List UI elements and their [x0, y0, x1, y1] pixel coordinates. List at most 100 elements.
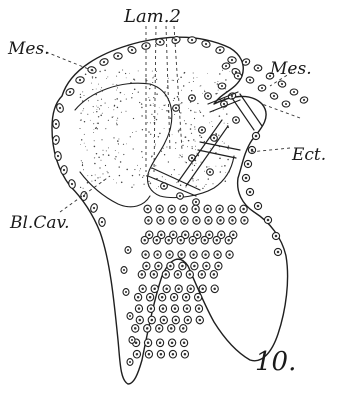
- stipple-dot: [205, 184, 206, 185]
- cell: [142, 262, 150, 270]
- cell: [246, 76, 255, 83]
- stipple-dot: [179, 129, 180, 130]
- stipple-dot: [113, 116, 114, 117]
- stipple-dot: [194, 126, 195, 127]
- stipple-dot: [225, 180, 226, 181]
- stipple-dot: [208, 178, 209, 179]
- stipple-dot: [188, 140, 190, 142]
- stipple-dot: [143, 175, 144, 176]
- stipple-dot: [223, 108, 224, 109]
- stipple-dot: [186, 162, 187, 163]
- stipple-dot: [195, 149, 196, 150]
- stipple-dot: [156, 188, 157, 189]
- stipple-dot: [87, 150, 88, 151]
- stipple-dot: [192, 178, 193, 179]
- stipple-dot: [147, 122, 148, 123]
- cell: [192, 216, 201, 225]
- stipple-dot: [204, 186, 205, 187]
- cell: [143, 204, 152, 214]
- stipple-dot: [95, 77, 96, 78]
- stipple-dot: [92, 78, 93, 79]
- cell: [172, 316, 180, 324]
- stipple-dot: [156, 79, 157, 80]
- stipple-dot: [118, 153, 119, 154]
- stipple-dot: [94, 146, 96, 148]
- stipple-dot: [219, 158, 221, 160]
- cell: [65, 87, 75, 97]
- stipple-dot: [150, 104, 152, 106]
- stipple-dot: [103, 154, 104, 155]
- stipple-dot: [181, 156, 183, 158]
- stipple-dot: [165, 105, 166, 106]
- cell: [53, 119, 60, 128]
- stipple-dot: [175, 142, 176, 143]
- stipple-dot: [181, 90, 182, 91]
- cell: [244, 160, 251, 167]
- stipple-dot: [148, 185, 150, 187]
- cell: [194, 293, 203, 302]
- cell: [54, 151, 62, 161]
- stipple-dot: [212, 126, 213, 127]
- stipple-dot: [200, 112, 201, 113]
- cell: [179, 324, 187, 332]
- cell: [242, 174, 249, 181]
- cell: [123, 289, 129, 296]
- stipple-dot: [228, 149, 229, 150]
- stipple-dot: [185, 123, 186, 124]
- cell: [182, 293, 191, 302]
- cell: [162, 270, 170, 278]
- stipple-dot: [108, 120, 109, 121]
- cell: [144, 338, 152, 347]
- cell: [137, 270, 146, 279]
- cell: [52, 135, 60, 145]
- stipple-dot: [81, 160, 82, 161]
- stipple-dot: [202, 93, 203, 94]
- figure-number: 10.: [255, 347, 296, 377]
- lam-dashed-lines: [146, 26, 182, 172]
- cell: [274, 248, 281, 255]
- cell: [205, 216, 212, 224]
- cell: [190, 250, 198, 258]
- stipple-dot: [164, 91, 165, 92]
- stipple-dot: [126, 169, 128, 171]
- stipple-dot: [219, 73, 220, 74]
- stipple-dot: [149, 88, 150, 89]
- stipple-dot: [120, 100, 122, 102]
- stipple-dot: [115, 99, 116, 100]
- stipple-dot: [188, 108, 189, 109]
- stipple-dot: [87, 175, 88, 176]
- stipple-dot: [141, 151, 142, 152]
- stipple-dot: [100, 160, 101, 161]
- stipple-dot: [197, 77, 198, 78]
- stipple-dot: [222, 70, 223, 71]
- cell: [156, 216, 164, 225]
- stipple-dot: [151, 155, 152, 156]
- stipple-dot: [102, 150, 103, 151]
- stipple-dot: [116, 98, 118, 100]
- stipple-dot: [152, 78, 153, 79]
- stipple-dot: [115, 156, 116, 157]
- stipple-dot: [149, 174, 150, 175]
- cell: [180, 350, 189, 359]
- cell: [141, 250, 150, 259]
- stipple-dot: [106, 78, 107, 79]
- stipple-dot: [143, 184, 144, 185]
- stipple-dot: [217, 81, 218, 82]
- cell: [190, 261, 199, 270]
- stipple-dot: [116, 182, 117, 183]
- stipple-dot: [180, 103, 181, 104]
- stipple-dot: [132, 132, 133, 133]
- cell: [227, 56, 236, 63]
- stipple-dot: [96, 153, 97, 154]
- cell: [159, 315, 168, 325]
- stipple-dot: [193, 139, 194, 140]
- stipple-dot: [184, 120, 185, 121]
- stipple-dot: [217, 93, 218, 94]
- cell: [151, 285, 158, 293]
- stipple-dot: [224, 123, 225, 124]
- stipple-dot: [84, 95, 85, 96]
- stipple-dot: [140, 168, 141, 169]
- stipple-dot: [152, 71, 153, 72]
- stipple-dot: [108, 147, 109, 148]
- stipple-dot: [162, 109, 163, 110]
